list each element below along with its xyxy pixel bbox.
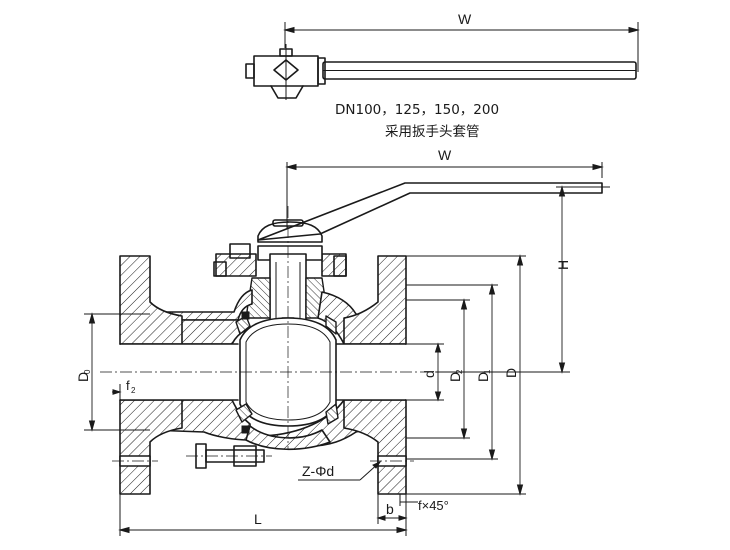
flange-right-upper <box>343 255 407 345</box>
arrow-up <box>88 312 96 324</box>
flange-right-lower <box>343 399 407 495</box>
flange-left-upper <box>119 255 183 345</box>
note-sleeve: 采用扳手头套管 <box>385 124 480 140</box>
f2-sub: 2 <box>131 386 136 395</box>
body-upper-left-neck <box>147 289 253 321</box>
o-ring-lower <box>241 425 250 434</box>
w-top-label: W <box>458 11 472 27</box>
o-ring-upper <box>241 311 250 320</box>
arrow-down <box>460 428 468 440</box>
d0-sub: 0 <box>83 369 92 374</box>
body-lower-cavity <box>245 425 331 451</box>
arrow-up <box>488 283 496 295</box>
arrow-up <box>516 254 524 266</box>
d1-label: D <box>475 372 491 382</box>
arrow-left <box>118 526 130 534</box>
d-outer-label: D <box>503 368 519 378</box>
arrow-left <box>285 163 297 171</box>
b-label: b <box>386 501 394 517</box>
arrow-down <box>488 449 496 461</box>
h-label: H <box>555 260 571 270</box>
sleeve-nut-left <box>245 63 255 79</box>
wrench-sleeve-view: W DN100，125，150，200 采用扳手头套管 <box>245 11 640 140</box>
arrow-left <box>283 26 295 34</box>
stop-plate-left <box>229 243 251 259</box>
d1-sub: 1 <box>483 369 492 374</box>
seat-lower-left <box>235 403 253 423</box>
flange-left-lower <box>119 399 183 495</box>
ball-inner <box>245 323 331 421</box>
handle-hub <box>257 221 323 243</box>
chamfer-label: f×45° <box>418 498 449 513</box>
arrow-left <box>376 515 386 521</box>
main-valve-view: W H <box>75 147 610 536</box>
arrow-down <box>516 484 524 496</box>
arrow-up <box>460 298 468 310</box>
sleeve-foot <box>270 85 304 99</box>
sleeve-collar <box>317 57 326 85</box>
handle-lever <box>257 182 603 241</box>
f2-label: f <box>126 378 130 393</box>
arrow-down <box>434 391 442 402</box>
seat-lower-right <box>325 403 339 425</box>
d0-label: D <box>75 372 91 382</box>
gland-bolt-right <box>333 255 347 277</box>
d2-sub: 2 <box>455 369 464 374</box>
arrow-up <box>558 185 566 197</box>
arrow-right <box>592 163 604 171</box>
arrow-right <box>398 515 408 521</box>
d2-label: D <box>447 372 463 382</box>
w-main-label: W <box>438 147 452 163</box>
sleeve-diamond <box>273 59 299 81</box>
arrow-down <box>558 362 566 374</box>
arrow-right <box>396 526 408 534</box>
arrow-down <box>88 420 96 432</box>
gland-bolt-left <box>213 261 227 277</box>
l-label: L <box>254 511 262 527</box>
d-small-label: d <box>421 370 437 378</box>
arrow-right <box>628 26 640 34</box>
note-sizes: DN100，125，150，200 <box>335 102 499 118</box>
arrow-right <box>112 389 122 395</box>
bolt-holes-label: Z-Φd <box>302 463 334 479</box>
seat-upper-right <box>325 315 337 335</box>
arrow-up <box>434 342 442 353</box>
leader-arrow <box>372 460 382 469</box>
